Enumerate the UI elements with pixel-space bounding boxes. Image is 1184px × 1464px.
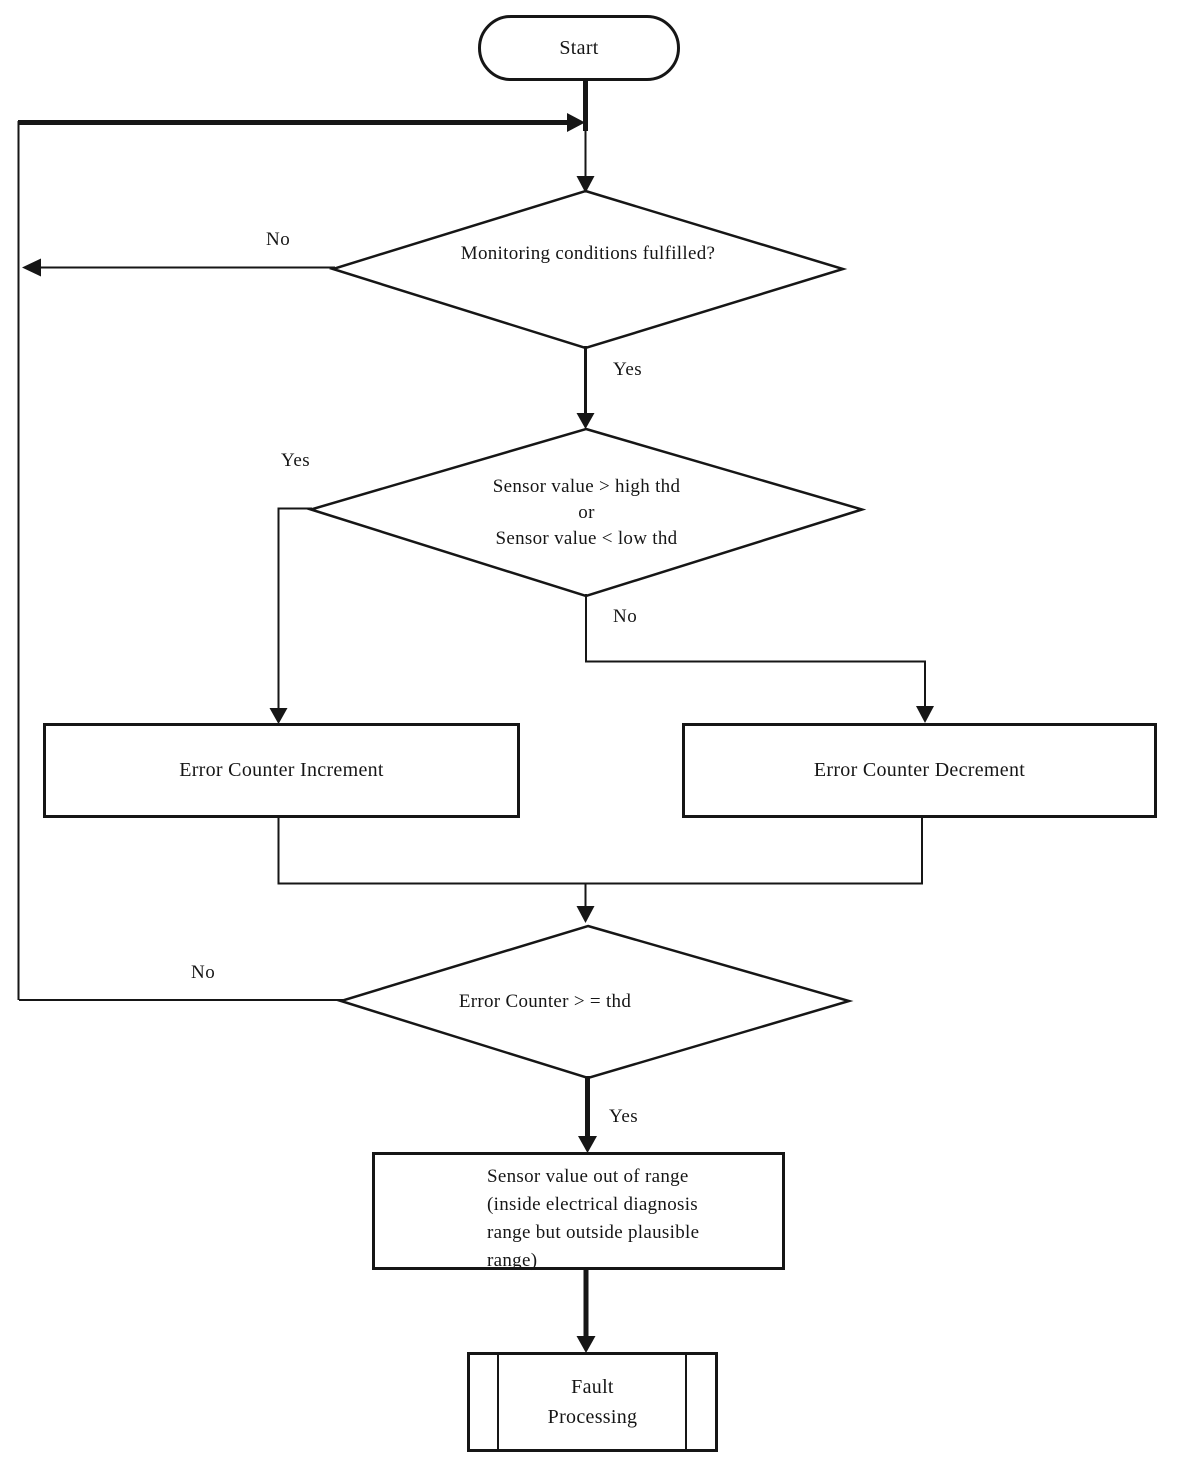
arrowhead-feedback-right [567,113,585,132]
edge-threshold-yes [277,507,312,711]
out-of-range-node: Sensor value out of range (inside electr… [372,1152,785,1271]
increment-label: Error Counter Increment [179,759,384,781]
arrowhead-into-decrement [916,706,934,723]
fault-right-bar [685,1355,687,1449]
increment-node: Error Counter Increment [43,723,520,818]
arrowhead-into-monitoring [576,176,595,193]
start-label: Start [559,36,599,59]
edge-label-counter-no: No [191,962,216,983]
fault-label: Fault Processing [547,1376,638,1428]
decrement-label: Error Counter Decrement [813,759,1026,781]
decrement-node: Error Counter Decrement [682,723,1157,818]
arrowhead-into-increment [269,708,288,724]
edge-label-monitoring-no: No [266,229,291,250]
arrowhead-into-threshold [576,413,595,429]
arrowhead-into-out-of-range [578,1136,597,1153]
edge-merge [277,818,923,885]
fault-processing-node: Fault Processing [467,1352,718,1452]
edge-threshold-no [585,594,926,709]
arrowhead-into-fault [576,1336,596,1353]
arrowhead-into-counter [576,906,595,923]
edge-label-threshold-yes: Yes [281,450,311,471]
edge-label-monitoring-yes: Yes [613,359,643,380]
decision-counter-shape [336,924,854,1080]
out-of-range-label: Sensor value out of range (inside electr… [487,1166,700,1271]
start-node: Start [478,15,680,81]
decision-threshold-shape [306,427,867,598]
edge-label-threshold-no: No [613,606,638,627]
decision-monitoring-shape [328,189,848,350]
arrowhead-monitoring-no [22,258,41,277]
fault-left-bar [497,1355,499,1449]
edge-label-counter-yes: Yes [609,1106,639,1127]
